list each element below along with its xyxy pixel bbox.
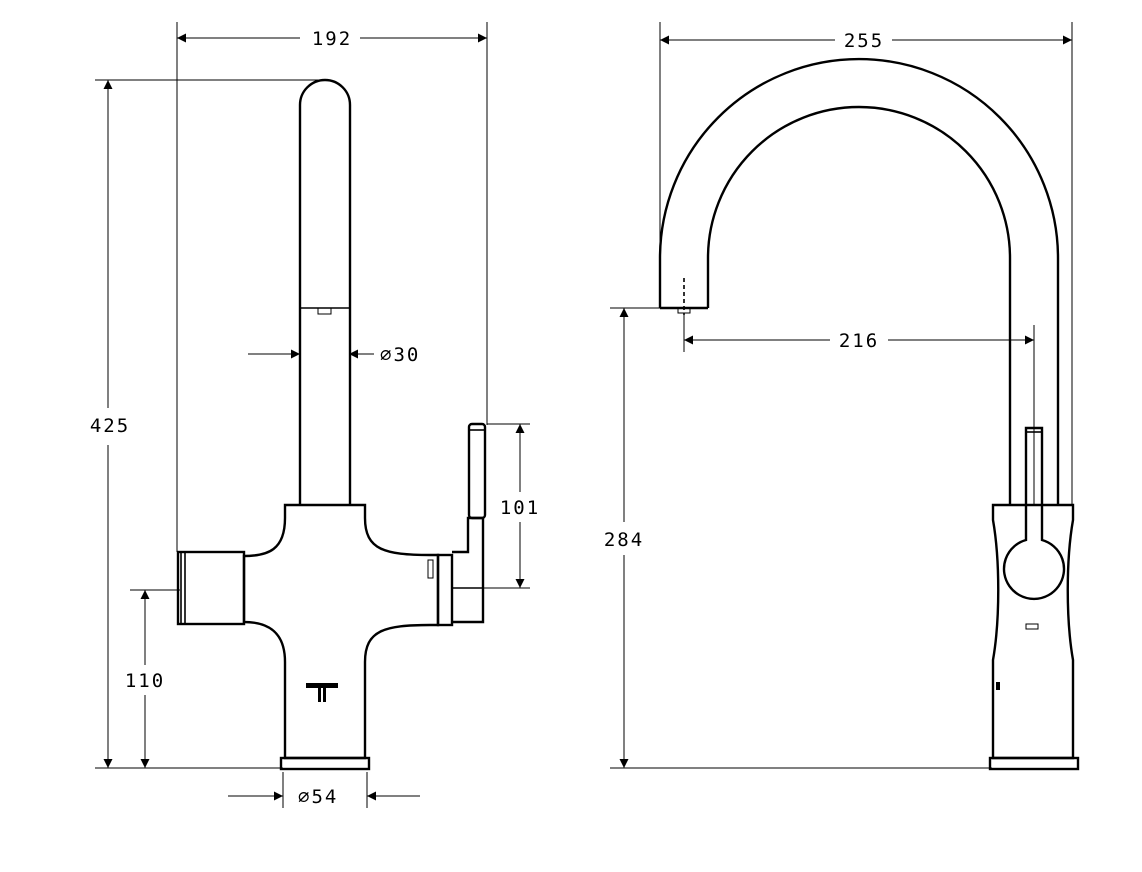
side-lever-pin <box>1025 623 1039 630</box>
side-spout-outer <box>658 57 1060 505</box>
side-view: 255 216 284 <box>604 22 1080 771</box>
dim-255-label: 255 <box>844 30 884 52</box>
front-indicator <box>427 559 434 579</box>
side-spout-inner <box>706 105 1012 505</box>
front-base <box>279 756 371 771</box>
front-spout-clip <box>317 307 332 315</box>
dim-d30-label: ∅30 <box>380 344 420 366</box>
dim-d54-label: ∅54 <box>298 786 338 808</box>
dim-110-label: 110 <box>125 670 165 692</box>
front-spout <box>298 78 352 505</box>
front-left-knob <box>176 550 246 626</box>
front-right-cartridge <box>436 553 454 627</box>
side-base <box>988 756 1080 771</box>
side-body <box>991 503 1075 760</box>
dim-284-label: 284 <box>604 529 644 551</box>
side-lever <box>1002 426 1066 601</box>
dim-425-label: 425 <box>90 415 130 437</box>
front-lever <box>467 422 487 520</box>
front-body <box>242 503 440 760</box>
side-mark <box>996 682 1000 690</box>
dim-216-label: 216 <box>839 330 879 352</box>
front-right-handle-base <box>452 516 485 624</box>
front-view: 192 425 110 101 ∅30 ∅54 <box>90 22 540 808</box>
logo-mark <box>306 683 338 702</box>
side-aerator <box>677 307 691 314</box>
dim-192-label: 192 <box>312 28 352 50</box>
dim-101-label: 101 <box>500 497 540 519</box>
